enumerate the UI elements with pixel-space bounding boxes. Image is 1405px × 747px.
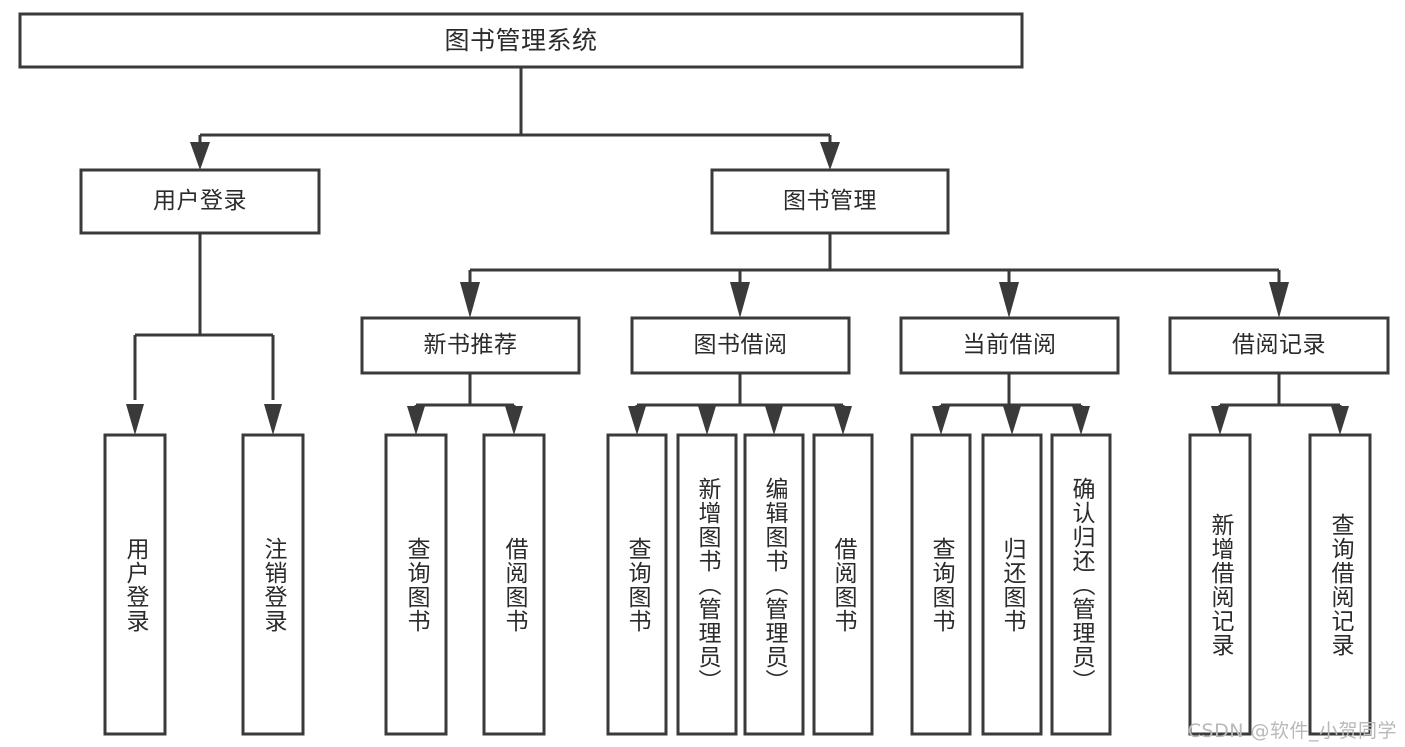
leaf-new-book-0-box[interactable] <box>384 433 448 736</box>
arrow-to-leaf-book-borrow-1 <box>698 406 716 435</box>
connector-new-book-to-leaves <box>407 373 523 435</box>
arrow-to-leaf-book-borrow-3 <box>834 406 852 435</box>
node-borrow-record-box[interactable] <box>1168 316 1390 375</box>
watermark-text: CSDN @软件_小贺同学 <box>1187 720 1397 742</box>
arrow-to-leaf-new-book-0 <box>407 406 425 435</box>
arrow-to-leaf-user-login-0 <box>126 404 144 435</box>
arrow-to-leaf-book-borrow-0 <box>628 406 646 435</box>
arrow-to-leaf-user-login-1 <box>264 404 282 435</box>
connector-current-borrow-to-leaves <box>932 373 1090 435</box>
leaf-user-login-0-box[interactable] <box>103 433 167 736</box>
leaf-current-borrow-1-box[interactable] <box>981 433 1043 736</box>
arrow-to-book-manage <box>820 142 840 170</box>
leaf-borrow-record-1-box[interactable] <box>1308 433 1372 736</box>
leaf-book-borrow-0-box[interactable] <box>606 433 668 736</box>
arrow-to-leaf-current-borrow-0 <box>932 406 950 435</box>
arrow-to-current-borrow <box>999 282 1019 318</box>
leaf-borrow-record-0-box[interactable] <box>1188 433 1252 736</box>
node-book-manage-box[interactable] <box>710 168 950 235</box>
connector-borrow-record-to-leaves <box>1211 373 1349 435</box>
arrow-to-leaf-new-book-1 <box>505 406 523 435</box>
arrow-to-user-login <box>190 142 210 170</box>
arrow-to-leaf-borrow-record-0 <box>1211 406 1229 435</box>
connector-root-to-level1 <box>190 67 840 170</box>
node-book-borrow-box[interactable] <box>630 316 851 375</box>
node-new-book-recommend-box[interactable] <box>360 316 581 375</box>
leaf-new-book-1-box[interactable] <box>482 433 546 736</box>
arrow-to-borrow-record <box>1269 282 1289 318</box>
leaf-book-borrow-3-box[interactable] <box>812 433 874 736</box>
arrow-to-leaf-current-borrow-2 <box>1072 406 1090 435</box>
leaf-book-borrow-2-box[interactable] <box>743 433 805 736</box>
leaf-book-borrow-1-box[interactable] <box>676 433 738 736</box>
node-current-borrow-box[interactable] <box>899 316 1120 375</box>
leaf-user-login-1-box[interactable] <box>241 433 305 736</box>
connector-user-login-to-leaves <box>126 233 282 435</box>
arrow-to-leaf-borrow-record-1 <box>1331 406 1349 435</box>
arrow-to-leaf-book-borrow-2 <box>765 406 783 435</box>
leaf-current-borrow-0-box[interactable] <box>910 433 972 736</box>
connector-book-manage-to-level2 <box>460 233 1289 318</box>
leaf-current-borrow-2-box[interactable] <box>1050 433 1112 736</box>
node-user-login-box[interactable] <box>79 168 321 235</box>
node-root-box[interactable] <box>18 12 1024 69</box>
arrow-to-leaf-current-borrow-1 <box>1003 406 1021 435</box>
connector-book-borrow-to-leaves <box>628 373 852 435</box>
arrow-to-new-book-recommend <box>460 282 480 318</box>
arrow-to-book-borrow <box>730 282 750 318</box>
